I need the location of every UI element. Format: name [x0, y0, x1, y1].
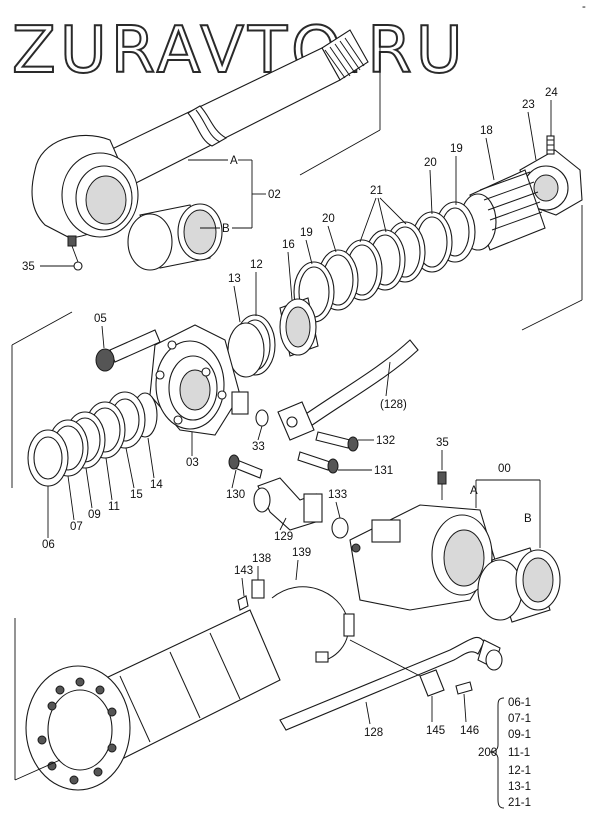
- callout-B-top: B: [222, 223, 230, 235]
- elbow-fitting: [228, 454, 349, 539]
- callout-128-top: (128): [380, 399, 407, 411]
- cylinder-bottom: [349, 471, 496, 611]
- cylinder-tube: [25, 609, 281, 791]
- callout-00: 00: [498, 463, 511, 475]
- callout-145: 145: [426, 725, 445, 737]
- callout-128-bot: 128: [364, 727, 383, 739]
- callout-131: 131: [374, 465, 393, 477]
- pipe-128-bottom: [279, 636, 503, 731]
- bushing-top: [127, 203, 223, 271]
- seal-kit-group: 200 06-1 07-1 09-1 11-1 12-1 13-1 21-1: [478, 697, 531, 809]
- callout-02: 02: [268, 189, 281, 201]
- callout-18: 18: [480, 125, 493, 137]
- watermark-text: ZURAVTO.RU: [12, 14, 467, 88]
- head-seals: [27, 391, 158, 487]
- callout-19a: 19: [450, 143, 463, 155]
- callout-138: 138: [252, 553, 271, 565]
- callout-11: 11: [108, 501, 120, 513]
- callout-143: 143: [234, 565, 253, 577]
- callout-20a: 20: [424, 157, 437, 169]
- callout-130: 130: [226, 489, 245, 501]
- callout-07: 07: [70, 521, 83, 533]
- seal-kit-item: 11-1: [508, 747, 530, 759]
- callout-20b: 20: [322, 213, 335, 225]
- callout-A-top: A: [230, 155, 238, 167]
- callout-02-bracket: [188, 159, 266, 229]
- callout-133: 133: [328, 489, 347, 501]
- seal-kit-item: 07-1: [508, 713, 531, 725]
- callout-12: 12: [250, 259, 263, 271]
- piston-nut: [519, 135, 583, 216]
- seal-kit-item: 06-1: [508, 697, 531, 709]
- callout-09: 09: [88, 509, 101, 521]
- callout-139: 139: [292, 547, 311, 559]
- seal-kit-item: 12-1: [508, 765, 531, 777]
- callout-14: 14: [150, 479, 163, 491]
- callout-33: 33: [252, 441, 265, 453]
- callout-24: 24: [545, 87, 558, 99]
- bushing-bottom: [477, 547, 561, 623]
- seal-kit-item: 09-1: [508, 729, 531, 741]
- callout-132: 132: [376, 435, 395, 447]
- corner-mark: -: [582, 1, 586, 13]
- pipe-128-top: [299, 339, 419, 429]
- seal-kit-item: 21-1: [508, 797, 531, 809]
- callout-19b: 19: [300, 227, 313, 239]
- callout-129: 129: [274, 531, 293, 543]
- callout-35-bot: 35: [436, 437, 449, 449]
- seal-12-13: [227, 314, 276, 378]
- bushing-16: [279, 297, 319, 357]
- piston-rod: [31, 29, 369, 271]
- callout-21: 21: [370, 185, 383, 197]
- callout-146: 146: [460, 725, 479, 737]
- callout-15: 15: [130, 489, 143, 501]
- seal-kit-number: 200: [478, 747, 497, 759]
- bolt-05: [95, 329, 161, 372]
- cylinder-head: [149, 324, 249, 436]
- flange-block: [255, 401, 359, 474]
- callout-23: 23: [522, 99, 535, 111]
- callout-06: 06: [42, 539, 55, 551]
- callout-B-bot: B: [524, 513, 532, 525]
- callout-03: 03: [186, 457, 199, 469]
- callout-35-top: 35: [22, 261, 35, 273]
- callout-16: 16: [282, 239, 295, 251]
- callout-05: 05: [94, 313, 107, 325]
- callout-13: 13: [228, 273, 241, 285]
- callout-A-bot: A: [470, 485, 478, 497]
- seal-kit-item: 13-1: [508, 781, 531, 793]
